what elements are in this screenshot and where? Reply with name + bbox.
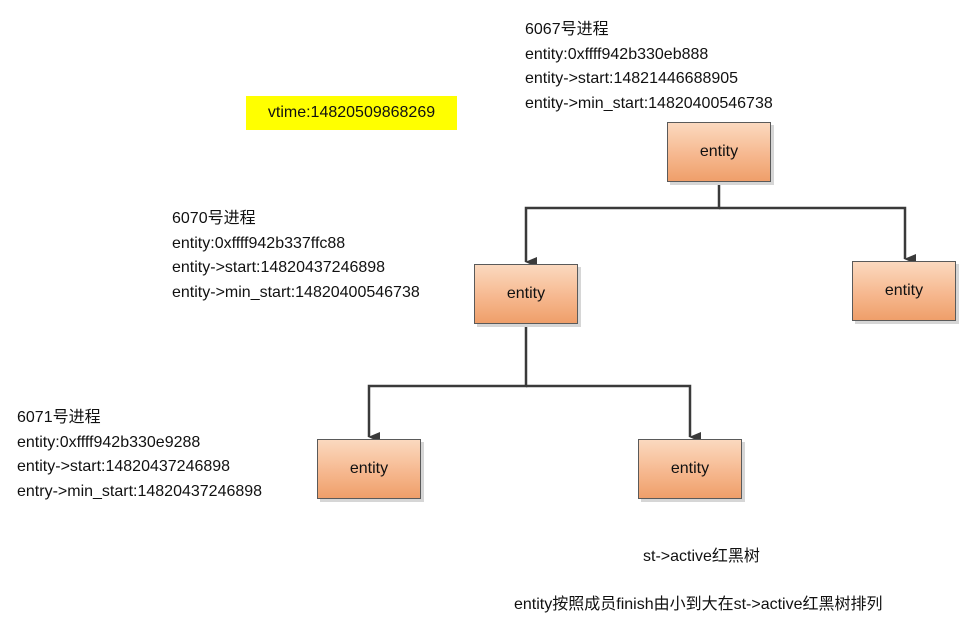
vtime-label: vtime:14820509868269 [246,96,457,130]
entity-node-root: entity [667,122,771,182]
entity-node-leaf-left: entity [317,439,421,499]
process-6067-min-start: entity->min_start:14820400546738 [525,94,773,112]
ordering-note: entity按照成员finish由小到大在st->active红黑树排列 [514,596,883,613]
edge-root-right [719,206,916,264]
tree-caption: st->active红黑树 [643,548,760,565]
process-6071-info: 6071号进程 entity:0xffff942b330e9288 entity… [17,406,262,504]
entity-node-leaf-right: entity [638,439,742,499]
process-6067-title: 6067号进程 [525,21,609,38]
process-6070-min-start: entity->min_start:14820400546738 [172,283,420,301]
edge-mid-leafleft [367,322,528,442]
process-6067-info: 6067号进程 entity:0xffff942b330eb888 entity… [525,18,773,116]
process-6071-min-start: entry->min_start:14820437246898 [17,482,263,500]
process-6070-info: 6070号进程 entity:0xffff942b337ffc88 entity… [172,207,420,305]
process-6067-entity: entity:0xffff942b330eb888 [525,45,709,63]
process-6067-start: entity->start:14821446688905 [525,70,739,87]
process-6070-title: 6070号进程 [172,210,256,227]
process-6070-entity: entity:0xffff942b337ffc88 [172,234,346,252]
edge-root-left [524,182,721,267]
entity-node-right: entity [852,261,956,321]
edge-mid-leafright [526,384,701,442]
entity-node-mid-left: entity [474,264,578,324]
process-6071-start: entity->start:14820437246898 [17,458,231,475]
process-6071-entity: entity:0xffff942b330e9288 [17,433,201,451]
process-6071-title: 6071号进程 [17,409,101,426]
process-6070-start: entity->start:14820437246898 [172,259,386,276]
